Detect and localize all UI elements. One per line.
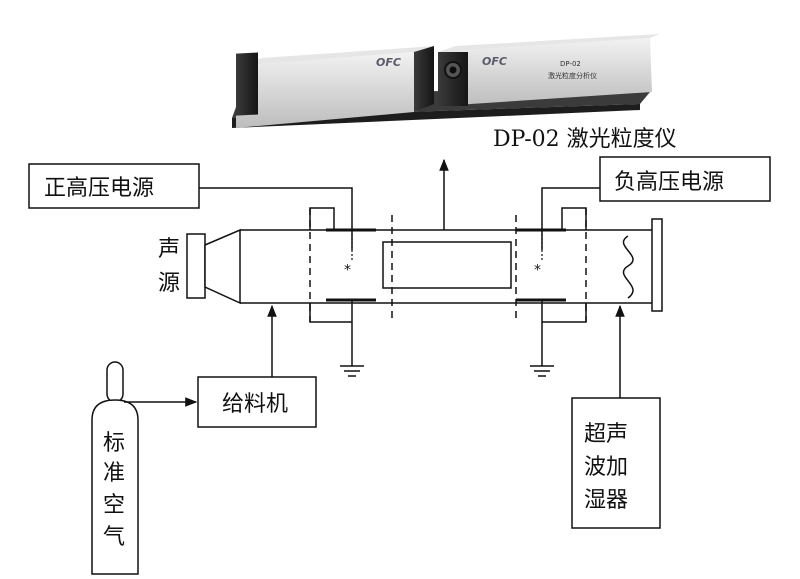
cylinder-valve — [106, 361, 124, 403]
sound-horn — [204, 228, 241, 305]
humidifier-label-3: 湿器 — [584, 488, 628, 513]
gas-cylinder: 标 准 空 气 — [91, 361, 139, 575]
humidifier-box: 超声 波加 湿器 — [571, 397, 661, 529]
instrument-caption: DP-02 激光粒度仪 — [493, 127, 677, 152]
right-unit: OFC DP-02 激光粒度分析仪 — [438, 34, 660, 106]
vapor-wave — [622, 235, 634, 299]
feeder-box: 给料机 — [197, 376, 317, 428]
discharge-icon: ⁎ — [534, 258, 541, 274]
standard-air-label-1: 标 — [103, 431, 125, 456]
right-logo: OFC — [482, 55, 507, 68]
feeder-label: 给料机 — [222, 392, 288, 417]
panel-model: DP-02 — [560, 60, 581, 68]
left-electrode: ⁎ — [309, 207, 393, 377]
standard-air-label-3: 空 — [103, 493, 125, 518]
left-unit: OFC — [236, 46, 434, 128]
cylinder-body — [91, 399, 139, 575]
humidifier-label-2: 波加 — [584, 455, 628, 480]
sound-source-label-1: 声 — [158, 237, 180, 262]
negative-hv-label: 负高压电源 — [614, 170, 724, 195]
standard-air-label-2: 准 — [103, 461, 125, 486]
sound-source-label-2: 源 — [158, 271, 180, 296]
laser-particle-analyzer-image: OFC OFC DP-02 激光粒度分析仪 — [232, 34, 660, 128]
standard-air-label-4: 气 — [103, 525, 125, 550]
humidifier-label-1: 超声 — [584, 422, 628, 447]
left-logo: OFC — [376, 56, 401, 69]
discharge-icon: ⁎ — [344, 258, 351, 274]
negative-hv-box: 负高压电源 — [599, 156, 771, 202]
positive-hv-box: 正高压电源 — [28, 163, 200, 209]
panel-name: 激光粒度分析仪 — [548, 71, 597, 80]
end-plate — [651, 218, 663, 312]
sound-source-flange — [186, 233, 206, 299]
ground-icon — [530, 365, 554, 377]
ground-icon — [340, 365, 364, 377]
right-electrode: ⁎ — [515, 207, 587, 377]
measurement-window — [382, 241, 512, 289]
positive-hv-label: 正高压电源 — [44, 176, 154, 201]
negative-hv-wire — [541, 187, 600, 250]
main-tube — [186, 218, 663, 312]
